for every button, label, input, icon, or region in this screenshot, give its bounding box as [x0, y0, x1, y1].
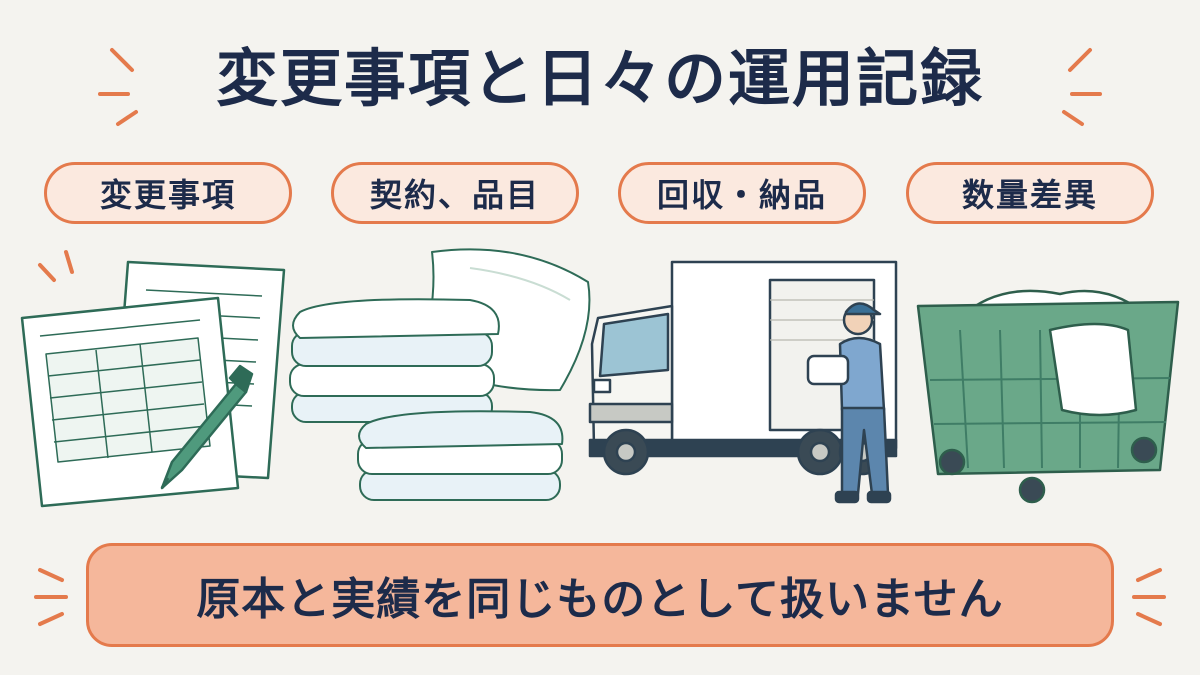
- category-pill-collection-delivery: 回収・納品: [618, 162, 866, 224]
- category-pill-contract-items: 契約、品目: [331, 162, 579, 224]
- category-pill-changes: 変更事項: [44, 162, 292, 224]
- policy-banner: 原本と実績を同じものとして扱いません: [86, 543, 1114, 647]
- page-title: 変更事項と日々の運用記録: [215, 42, 984, 115]
- category-pill-quantity-difference: 数量差異: [906, 162, 1154, 224]
